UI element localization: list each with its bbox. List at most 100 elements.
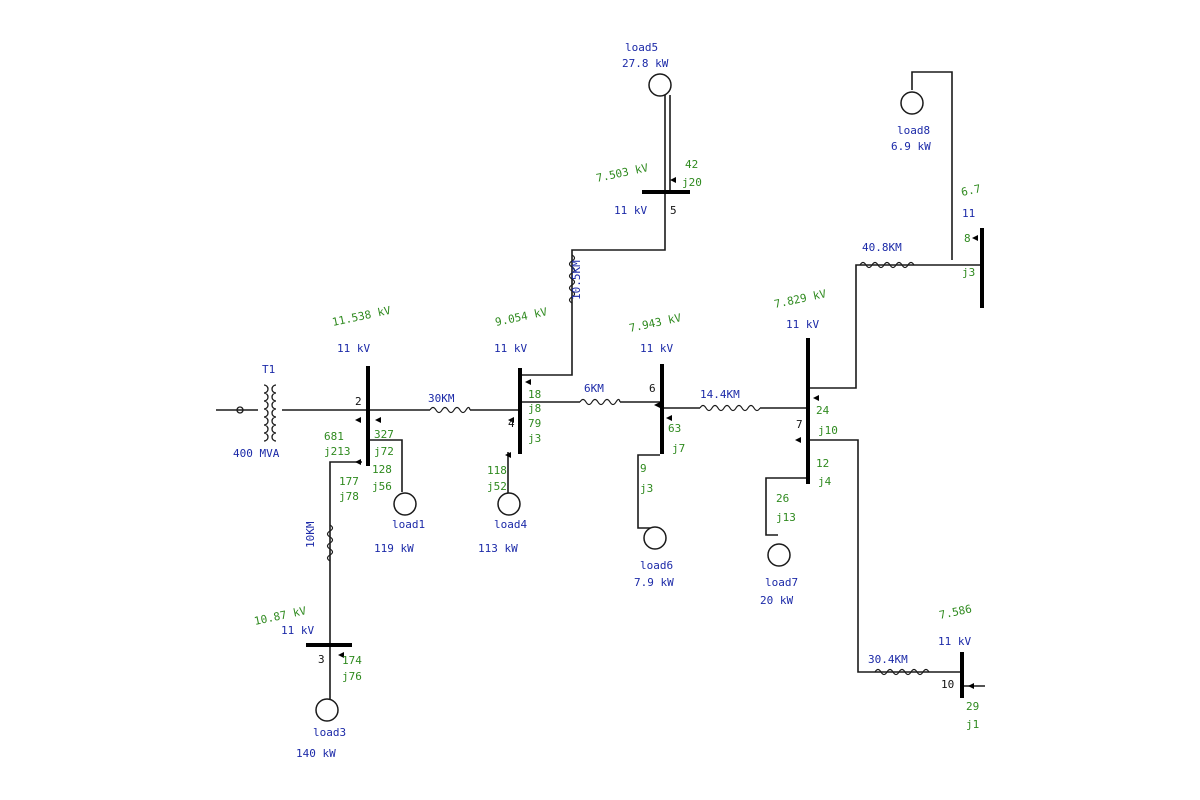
wire-bus5-load5	[664, 95, 671, 190]
wire-bus2-load1	[370, 439, 403, 492]
load-icon[interactable]	[900, 91, 924, 115]
flow-value: j56	[372, 480, 392, 493]
load-icon[interactable]	[648, 73, 672, 97]
line-length: 14.4KM	[700, 388, 740, 401]
line-length: 40.8KM	[862, 241, 902, 254]
arrow-icon	[338, 652, 344, 658]
line-length: 6KM	[584, 382, 604, 395]
load-icon[interactable]	[393, 492, 417, 516]
flow-value: j3	[962, 266, 975, 279]
bus-nominal: 11 kV	[614, 204, 647, 217]
impedance-icon	[568, 254, 576, 304]
wire-bus6-load6	[637, 454, 660, 529]
transformer-t1	[236, 384, 277, 442]
flow-value: 174	[342, 654, 362, 667]
load-name: load8	[897, 124, 930, 137]
bus-id: 6	[649, 382, 656, 395]
bus-voltage: 7.943 kV	[628, 311, 683, 335]
loads	[315, 73, 924, 722]
flow-value: 42	[685, 158, 698, 171]
busbar-3[interactable]	[306, 643, 352, 647]
busbar-2[interactable]	[366, 366, 370, 466]
line-length: 10.5KM	[570, 260, 583, 300]
flow-value: j8	[528, 402, 541, 415]
impedance-icon	[326, 524, 334, 562]
busbar-5[interactable]	[642, 190, 690, 194]
load-power: 6.9 kW	[891, 140, 931, 153]
load-name: load6	[640, 559, 673, 572]
arrow-icon	[355, 459, 361, 465]
flow-value: 18	[528, 388, 541, 401]
bus-id: 10	[941, 678, 954, 691]
load-name: load5	[625, 41, 658, 54]
arrow-icon	[813, 395, 819, 401]
bus-id: 2	[355, 395, 362, 408]
flow-value: j72	[374, 445, 394, 458]
flow-value: j1	[966, 718, 979, 731]
line-length: 30KM	[428, 392, 455, 405]
flow-value: j10	[818, 424, 838, 437]
bus-nominal: 11	[962, 207, 975, 220]
arrow-icon	[508, 417, 514, 423]
bus-id: 7	[796, 418, 803, 431]
flow-value: 63	[668, 422, 681, 435]
flow-value: 24	[816, 404, 830, 417]
flow-value: j52	[487, 480, 507, 493]
load-icon[interactable]	[497, 492, 521, 516]
flow-value: j7	[672, 442, 685, 455]
impedance-icon	[859, 261, 915, 269]
bus-nominal: 11 kV	[640, 342, 673, 355]
arrow-icon	[525, 379, 531, 385]
impedance-icon	[429, 406, 471, 414]
load-icon[interactable]	[315, 698, 339, 722]
bus-nominal: 11 kV	[281, 624, 314, 637]
load-power: 113 kW	[478, 542, 518, 555]
line-length: 30.4KM	[868, 653, 908, 666]
load-power: 7.9 kW	[634, 576, 674, 589]
flow-value: j78	[339, 490, 359, 503]
impedance-icon	[699, 404, 761, 412]
flow-value: j3	[528, 432, 541, 445]
busbar-10[interactable]	[960, 652, 964, 698]
wire-bus4-bus5	[520, 190, 666, 376]
flow-value: 8	[964, 232, 971, 245]
flow-value: 681	[324, 430, 344, 443]
line-length: 10KM	[304, 521, 317, 548]
flow-value: j213	[324, 445, 351, 458]
load-name: load7	[765, 576, 798, 589]
transformer-name: T1	[262, 363, 275, 376]
wires	[216, 71, 985, 700]
arrow-icon	[375, 417, 381, 423]
bus-id: 5	[670, 204, 677, 217]
load-name: load3	[313, 726, 346, 739]
load-name: load4	[494, 518, 527, 531]
bus-nominal: 11 kV	[938, 635, 971, 648]
busbar-4[interactable]	[518, 368, 522, 454]
bus-voltage: 7.503 kV	[595, 161, 650, 185]
busbar-7[interactable]	[806, 338, 810, 484]
busbar-8[interactable]	[980, 228, 984, 308]
flow-value: 9	[640, 462, 647, 475]
load-icon[interactable]	[767, 543, 791, 567]
flow-value: j76	[342, 670, 362, 683]
bus-nominal: 11 kV	[494, 342, 527, 355]
transformer-icon	[263, 384, 277, 442]
labels: T1 400 MVA 11.538 kV 11 kV 2 681 j213 32…	[233, 41, 982, 760]
bus-voltage: 7.586	[938, 602, 973, 622]
load-icon[interactable]	[643, 526, 667, 550]
bus-voltage: 7.829 kV	[773, 287, 828, 311]
flow-value: 128	[372, 463, 392, 476]
wire-bus7-load7	[765, 477, 808, 536]
wire-bus8-load8	[911, 71, 953, 260]
busbar-6[interactable]	[660, 364, 664, 454]
flow-value: 26	[776, 492, 789, 505]
flow-value: j3	[640, 482, 653, 495]
arrow-icon	[666, 415, 672, 421]
wire-bus7-bus8	[808, 264, 982, 389]
flow-value: 79	[528, 417, 541, 430]
load-name: load1	[392, 518, 425, 531]
bus-nominal: 11 kV	[786, 318, 819, 331]
flow-value: 327	[374, 428, 394, 441]
flow-value: j13	[776, 511, 796, 524]
